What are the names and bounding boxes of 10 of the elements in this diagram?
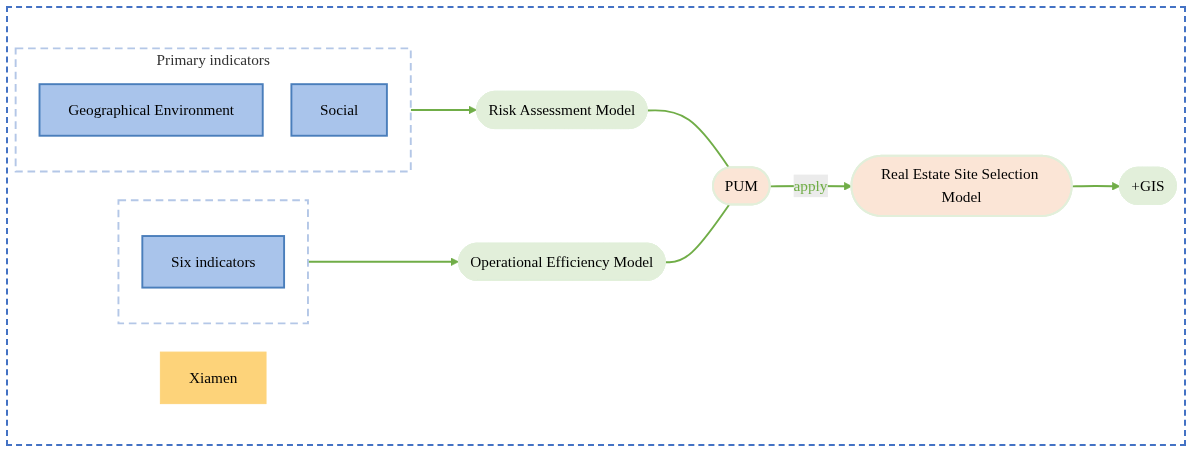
connector xyxy=(664,203,731,264)
edge-label: apply xyxy=(793,177,828,194)
connector xyxy=(646,109,731,169)
node-box: Geographical Environment xyxy=(38,83,264,137)
node-box: Social xyxy=(290,83,388,137)
cluster xyxy=(117,199,309,325)
arrow xyxy=(1071,182,1121,191)
node-box: Xiamen xyxy=(159,351,267,405)
node-box: Six indicators xyxy=(141,235,286,289)
arrow xyxy=(307,257,459,266)
